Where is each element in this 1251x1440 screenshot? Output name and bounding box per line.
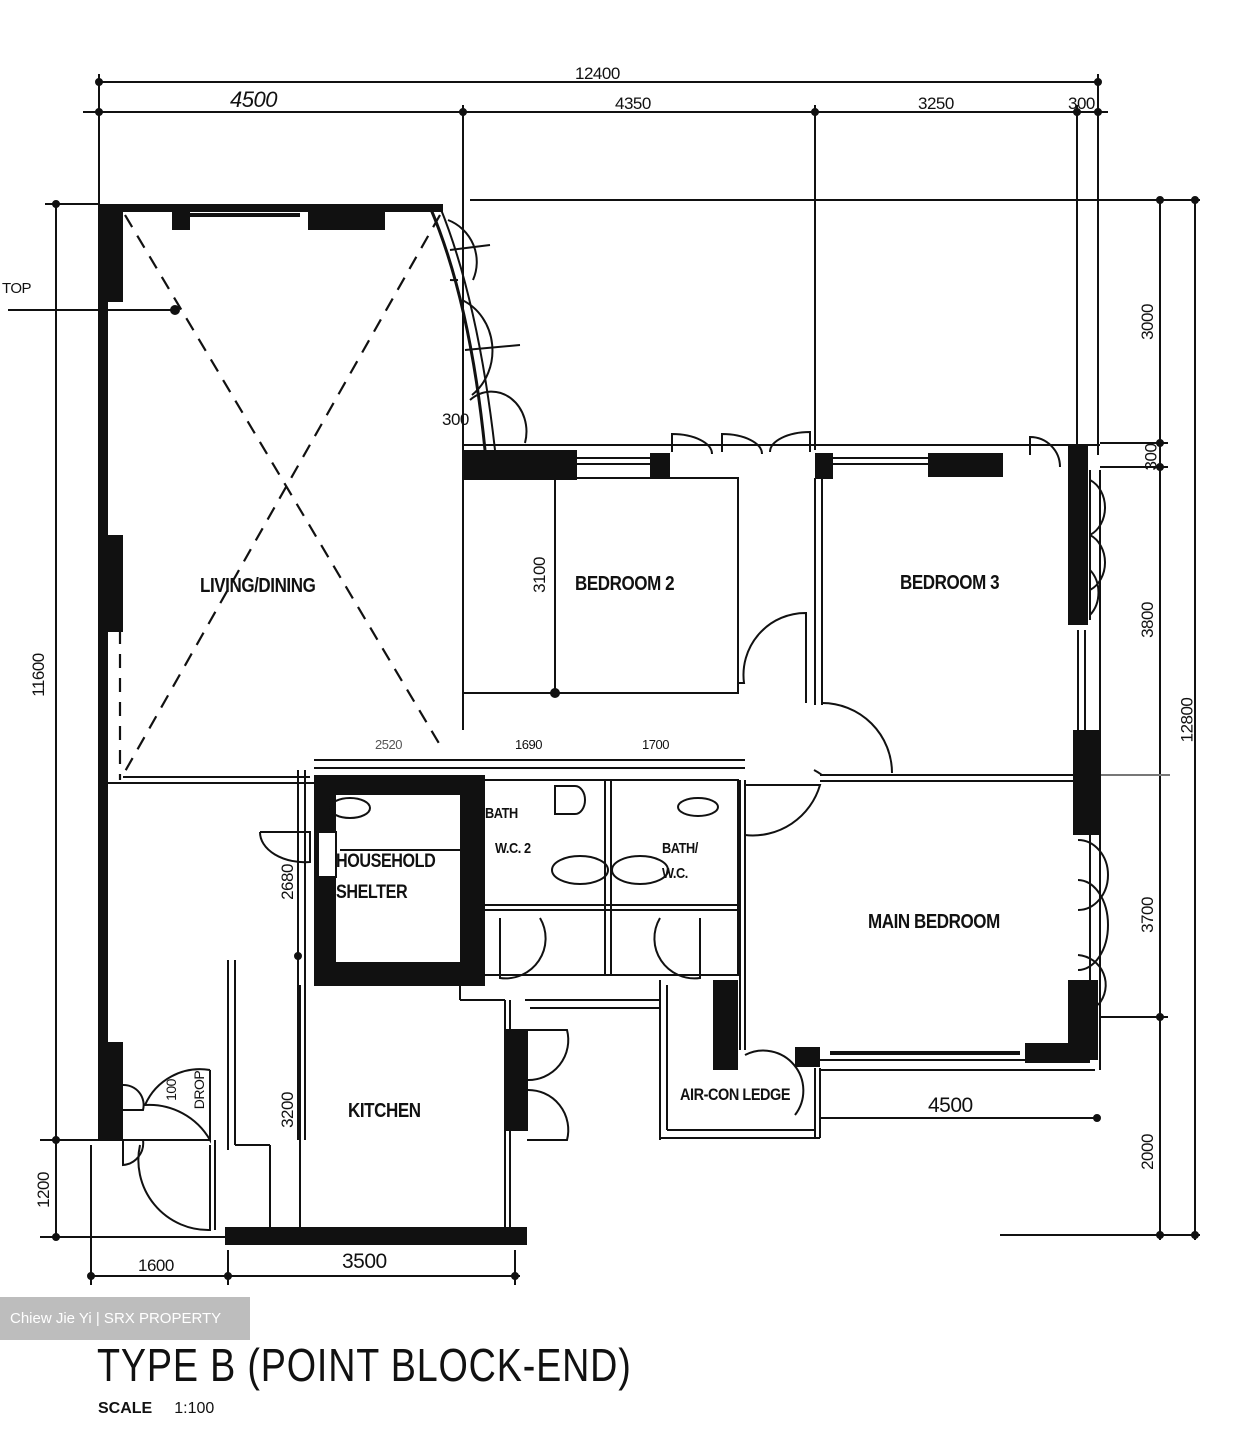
dim-right-overall: 12800 xyxy=(1177,697,1197,743)
room-aircon-ledge: AIR-CON LEDGE xyxy=(680,1085,791,1104)
room-bath-wc-2: BATH xyxy=(485,805,518,822)
dim-shelter-height: 2680 xyxy=(277,864,297,900)
dim-top-right: 3250 xyxy=(918,94,954,113)
scale-value: 1:100 xyxy=(174,1400,215,1417)
room-bath-wc-2-line2: W.C. 2 xyxy=(495,840,531,857)
dim-right-bed3: 3800 xyxy=(1137,602,1157,638)
dim-shelter-width: 2520 xyxy=(375,737,402,752)
dim-top-living: 4500 xyxy=(230,87,277,112)
room-main-bedroom: MAIN BEDROOM xyxy=(868,911,1000,933)
dim-bottom-left-width: 1600 xyxy=(138,1256,174,1275)
dim-kitchen-height: 3200 xyxy=(277,1092,297,1128)
dim-wc1-width: 1700 xyxy=(642,737,669,752)
scale-label: SCALE xyxy=(98,1400,153,1417)
dim-wc2-width: 1690 xyxy=(515,737,542,752)
dim-top-end: 300 xyxy=(1068,94,1095,113)
room-bath-wc: BATH/ xyxy=(662,840,698,857)
dim-left-overall: 11600 xyxy=(28,653,48,697)
dim-right-main: 3700 xyxy=(1137,897,1157,933)
room-kitchen: KITCHEN xyxy=(348,1100,421,1122)
dim-bottom-left-height: 1200 xyxy=(33,1172,53,1208)
refuse-drop-label: DROP xyxy=(191,1070,208,1110)
dim-balcony-offset: 300 xyxy=(442,410,469,429)
room-household-shelter: HOUSEHOLD xyxy=(336,851,436,872)
room-bedroom-2: BEDROOM 2 xyxy=(575,573,675,595)
dim-top-middle: 4350 xyxy=(615,94,651,113)
dim-right-bottom: 2000 xyxy=(1137,1134,1157,1170)
dim-bedroom2-depth: 3100 xyxy=(529,557,549,593)
room-living-dining: LIVING/DINING xyxy=(200,575,316,597)
watermark: Chiew Jie Yi | SRX PROPERTY xyxy=(0,1297,250,1340)
refuse-drop-size: 100 xyxy=(162,1079,179,1101)
room-household-shelter-line2: SHELTER xyxy=(336,882,408,903)
dim-right-top: 3000 xyxy=(1137,304,1157,340)
plan-title: TYPE B (POINT BLOCK-END) xyxy=(97,1339,632,1391)
plan-scale: SCALE 1:100 xyxy=(98,1400,214,1418)
dim-right-gap: 300 xyxy=(1141,443,1161,471)
wall xyxy=(98,204,123,302)
dim-kitchen-width: 3500 xyxy=(342,1250,387,1273)
room-bedroom-3: BEDROOM 3 xyxy=(900,572,1000,594)
void-indicator-line xyxy=(124,214,441,746)
room-bath-wc-line2: W.C. xyxy=(662,865,688,882)
dim-top-overall: 12400 xyxy=(575,64,620,83)
top-marker-label: TOP xyxy=(2,280,32,297)
dim-main-bed-width: 4500 xyxy=(928,1094,973,1117)
